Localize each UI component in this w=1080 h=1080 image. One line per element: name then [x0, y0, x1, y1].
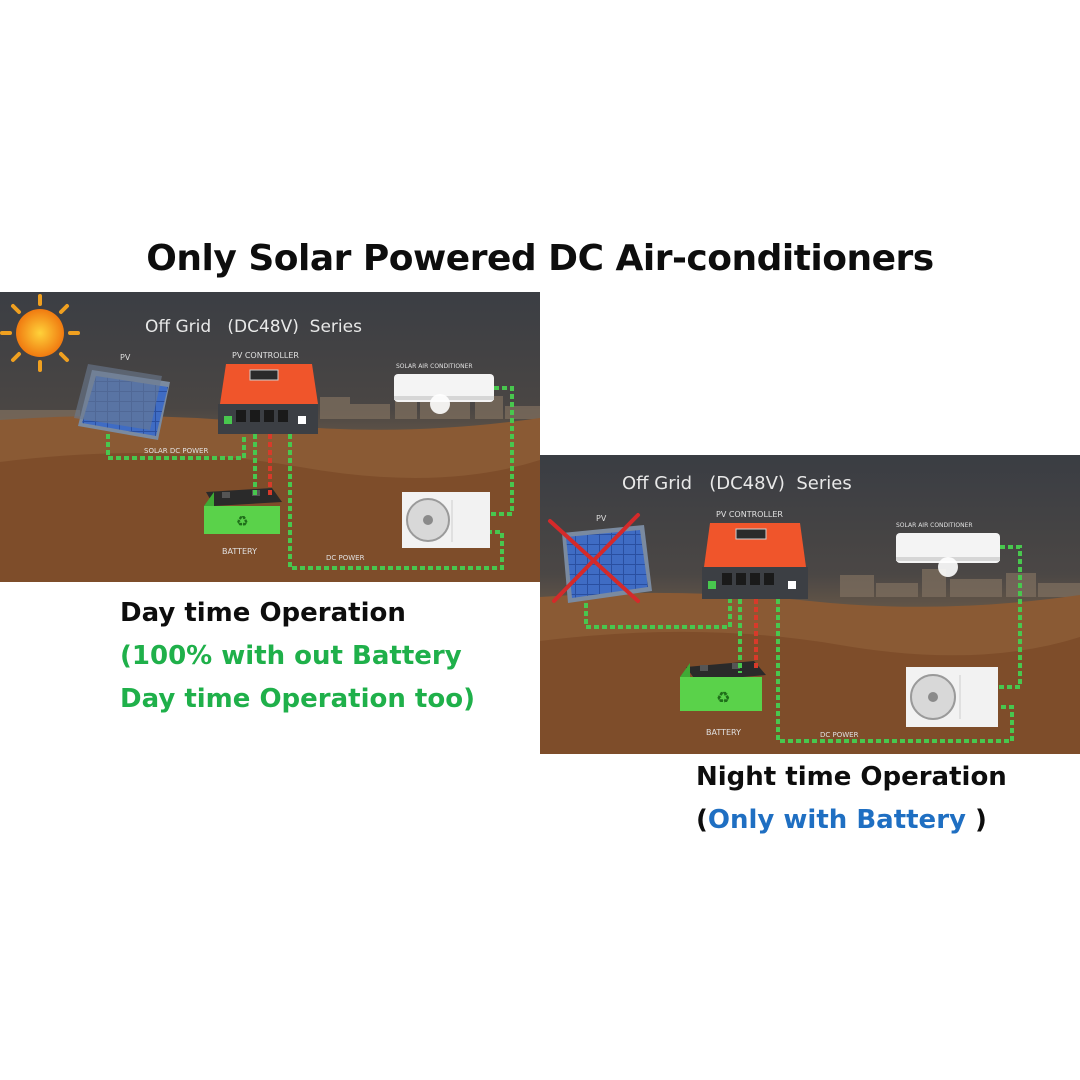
night-operation-panel: Off Grid (DC48V) Series PV PV CONTROLLER…	[540, 455, 1080, 754]
battery-label: BATTERY	[706, 728, 741, 737]
controller-label: PV CONTROLLER	[716, 510, 783, 519]
page-title: Only Solar Powered DC Air-conditioners	[146, 238, 934, 279]
series-label: Off Grid (DC48V) Series	[622, 473, 852, 494]
battery: ♻	[204, 488, 282, 534]
cables	[106, 386, 514, 570]
dc-power-label: DC POWER	[326, 554, 365, 562]
svg-text:♻: ♻	[236, 514, 249, 530]
solar-dc-power-label: SOLAR DC POWER	[144, 447, 208, 455]
pv-controller	[218, 364, 318, 434]
svg-text:♻: ♻	[716, 688, 730, 707]
night-caption-open-paren: (	[696, 805, 708, 835]
day-caption: Day time Operation (100% with out Batter…	[120, 592, 475, 721]
night-caption-note: (Only with Battery )	[696, 799, 1007, 842]
pv-disabled-cross-icon	[548, 513, 640, 603]
outdoor-unit	[402, 492, 490, 548]
pv-panel	[74, 364, 170, 440]
day-caption-title: Day time Operation	[120, 598, 406, 628]
day-caption-note-line2: Day time Operation too)	[120, 684, 475, 714]
battery: ♻	[680, 661, 766, 711]
sun-icon	[0, 294, 80, 372]
night-caption: Night time Operation (Only with Battery …	[696, 756, 1007, 842]
night-caption-close-paren: )	[965, 805, 987, 835]
ac-label: SOLAR AIR CONDITIONER	[396, 363, 473, 370]
series-label: Off Grid (DC48V) Series	[145, 317, 362, 337]
ac-label: SOLAR AIR CONDITIONER	[896, 522, 973, 529]
day-caption-note-line1: (100% with out Battery	[120, 641, 462, 671]
indoor-air-conditioner	[394, 374, 494, 414]
night-caption-highlight: Only with Battery	[707, 805, 966, 835]
pv-label: PV	[120, 353, 131, 362]
pv-label: PV	[596, 514, 607, 523]
day-operation-panel: Off Grid (DC48V) Series PV PV CONTROLLER…	[0, 292, 540, 582]
outdoor-unit	[906, 667, 998, 727]
dc-power-label: DC POWER	[820, 731, 859, 739]
pv-controller	[702, 523, 808, 599]
battery-label: BATTERY	[222, 547, 257, 556]
controller-label: PV CONTROLLER	[232, 351, 299, 360]
night-caption-title: Night time Operation	[696, 762, 1007, 792]
pv-panel	[562, 525, 652, 603]
cables	[584, 545, 1022, 743]
indoor-air-conditioner	[896, 533, 1000, 577]
